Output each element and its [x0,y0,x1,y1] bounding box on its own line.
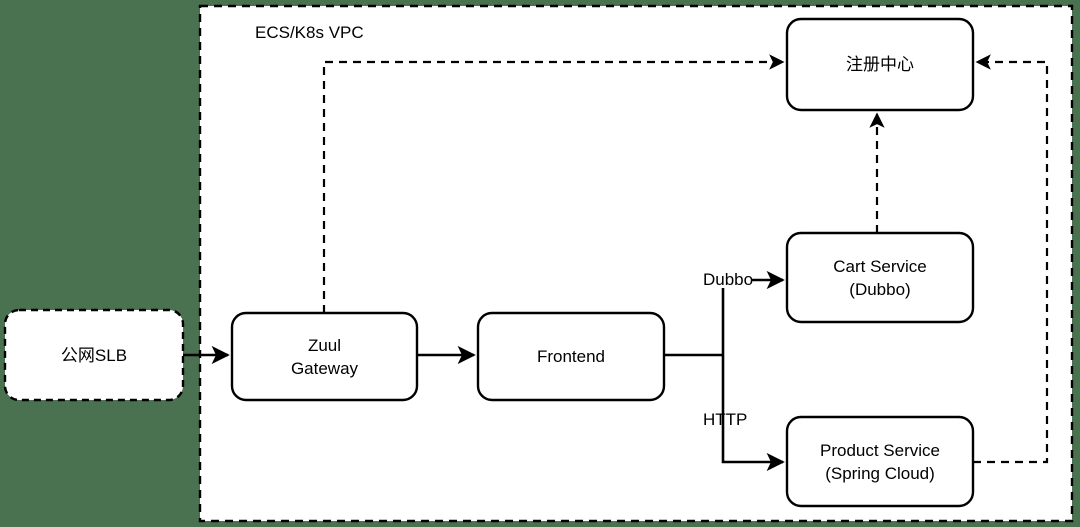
node-frontend-shape[interactable] [476,311,666,402]
edge-http-to-product [721,424,785,472]
node-product-service-shape[interactable] [785,415,975,508]
node-zuul-gateway-shape[interactable] [230,311,419,402]
edge-product-to-registry [973,54,1049,464]
edge-label-dubbo: Dubbo [703,270,754,289]
node-slb-shape[interactable] [3,308,185,402]
edge-label-http: HTTP [703,410,748,429]
node-cart-service-shape[interactable] [785,231,975,324]
node-registry-shape[interactable] [785,17,975,112]
zone-label-vpc: ECS/K8s VPC [255,23,364,42]
